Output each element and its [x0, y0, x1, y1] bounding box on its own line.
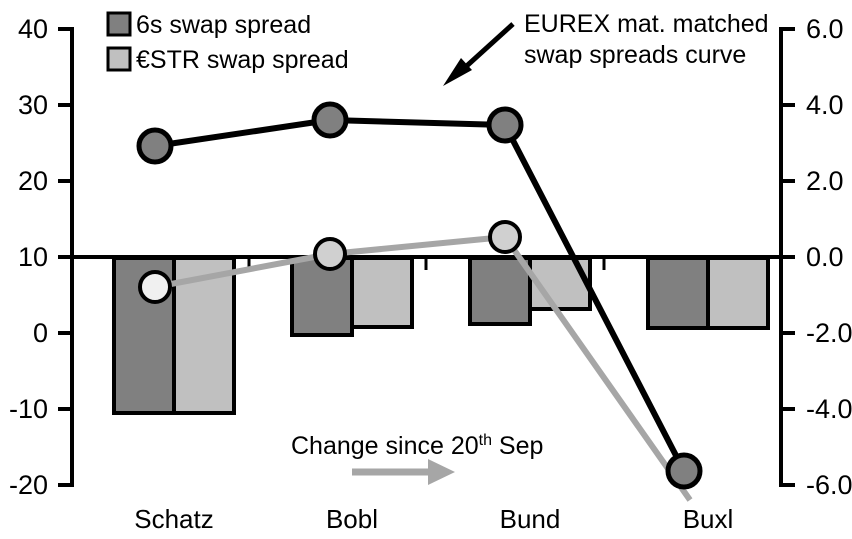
change-note-suffix: Sep	[492, 432, 543, 460]
legend-item-estr[interactable]: €STR swap spread	[106, 46, 349, 74]
left-axis-tick-40: 40	[18, 14, 48, 44]
bar-group-buxl	[646, 256, 770, 330]
change-note-prefix: Change since 20	[291, 432, 479, 460]
marker-change-schatz[interactable]	[138, 270, 172, 304]
left-axis-tick-0: 0	[33, 318, 48, 348]
left-axis-tick-minus20: -20	[9, 470, 48, 500]
series-line-eurex	[136, 101, 703, 490]
right-axis-tick-4: 4.0	[806, 90, 844, 120]
bar-6s-bobl[interactable]	[290, 256, 354, 337]
change-note-superscript: th	[479, 432, 492, 449]
marker-eurex-bund[interactable]	[486, 106, 524, 144]
annotation-line-1: EUREX mat. matched	[524, 10, 769, 38]
marker-eurex-bobl[interactable]	[311, 101, 349, 139]
right-axis-tick-minus2: -2.0	[806, 318, 852, 348]
legend-swatch-estr-icon	[106, 46, 132, 72]
marker-change-bobl[interactable]	[313, 237, 347, 271]
right-axis-tick-minus4: -4.0	[806, 394, 852, 424]
legend-label-6s: 6s swap spread	[136, 11, 311, 39]
category-label-buxl: Buxl	[683, 504, 734, 534]
right-axis-tick-minus6: -6.0	[806, 470, 852, 500]
category-label-bobl: Bobl	[326, 504, 378, 534]
callout-arrow-icon	[443, 22, 515, 86]
bar-estr-bobl[interactable]	[350, 256, 414, 329]
annotation-change-note: Change since 20th Sep	[291, 432, 543, 485]
line-eurex-path	[154, 117, 687, 473]
line-change-path	[154, 234, 693, 502]
x-axis-category-labels: Schatz Bobl Bund Buxl	[134, 504, 733, 534]
annotation-eurex-callout: EUREX mat. matched swap spreads curve	[443, 10, 769, 86]
legend-item-6s[interactable]: 6s swap spread	[106, 11, 311, 39]
category-label-schatz: Schatz	[134, 504, 214, 534]
legend-label-estr: €STR swap spread	[136, 46, 349, 74]
legend: 6s swap spread €STR swap spread	[106, 11, 349, 74]
left-axis-tick-minus10: -10	[9, 394, 48, 424]
legend-swatch-6s-icon	[106, 11, 132, 37]
change-note-text: Change since 20th Sep	[291, 432, 543, 460]
change-note-arrow-icon	[352, 459, 455, 485]
marker-eurex-buxl[interactable]	[665, 452, 703, 490]
right-axis-tick-6: 6.0	[806, 14, 844, 44]
marker-change-bund[interactable]	[488, 220, 522, 254]
left-axis-tick-20: 20	[18, 166, 48, 196]
bar-6s-buxl[interactable]	[646, 256, 710, 330]
marker-eurex-schatz[interactable]	[136, 127, 174, 165]
right-axis-tick-0: 0.0	[806, 242, 844, 272]
annotation-line-2: swap spreads curve	[524, 41, 746, 69]
category-label-bund: Bund	[500, 504, 561, 534]
right-axis-tick-2: 2.0	[806, 166, 844, 196]
left-axis-tick-10: 10	[18, 242, 48, 272]
left-axis-tick-30: 30	[18, 90, 48, 120]
left-axis: 40 30 20 10 0 -10 -20	[9, 14, 74, 500]
bar-6s-bund[interactable]	[468, 256, 532, 326]
series-line-change	[138, 220, 693, 502]
bar-group-bobl	[290, 256, 414, 337]
bar-estr-buxl[interactable]	[706, 256, 770, 330]
